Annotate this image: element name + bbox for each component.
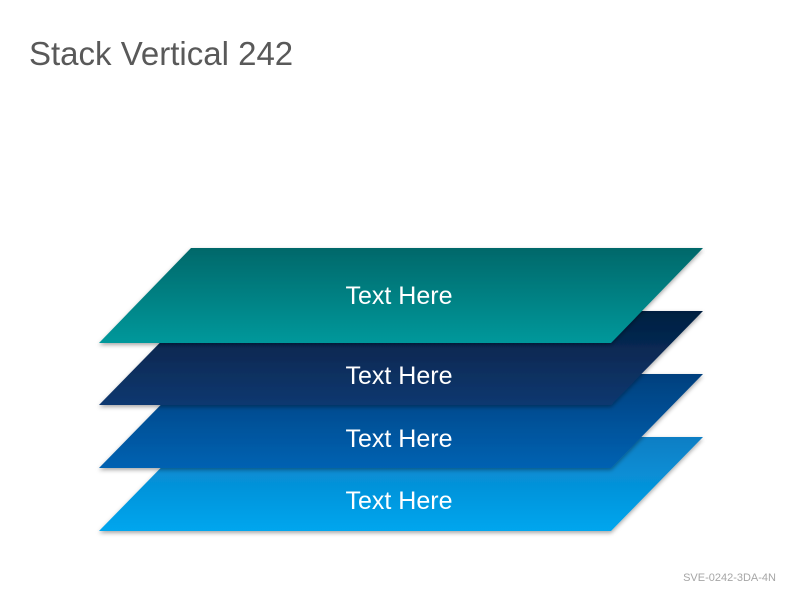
layer-2-label: Text Here: [346, 425, 453, 453]
layer-4-shape: [99, 248, 703, 343]
layer-4-label: Text Here: [346, 282, 453, 310]
slide-code: SVE-0242-3DA-4N: [683, 572, 776, 584]
layer-3-label: Text Here: [346, 362, 453, 390]
layer-1-label: Text Here: [346, 487, 453, 515]
slide-title: Stack Vertical 242: [29, 35, 294, 72]
stack-layer-4: Text Here: [99, 248, 703, 343]
